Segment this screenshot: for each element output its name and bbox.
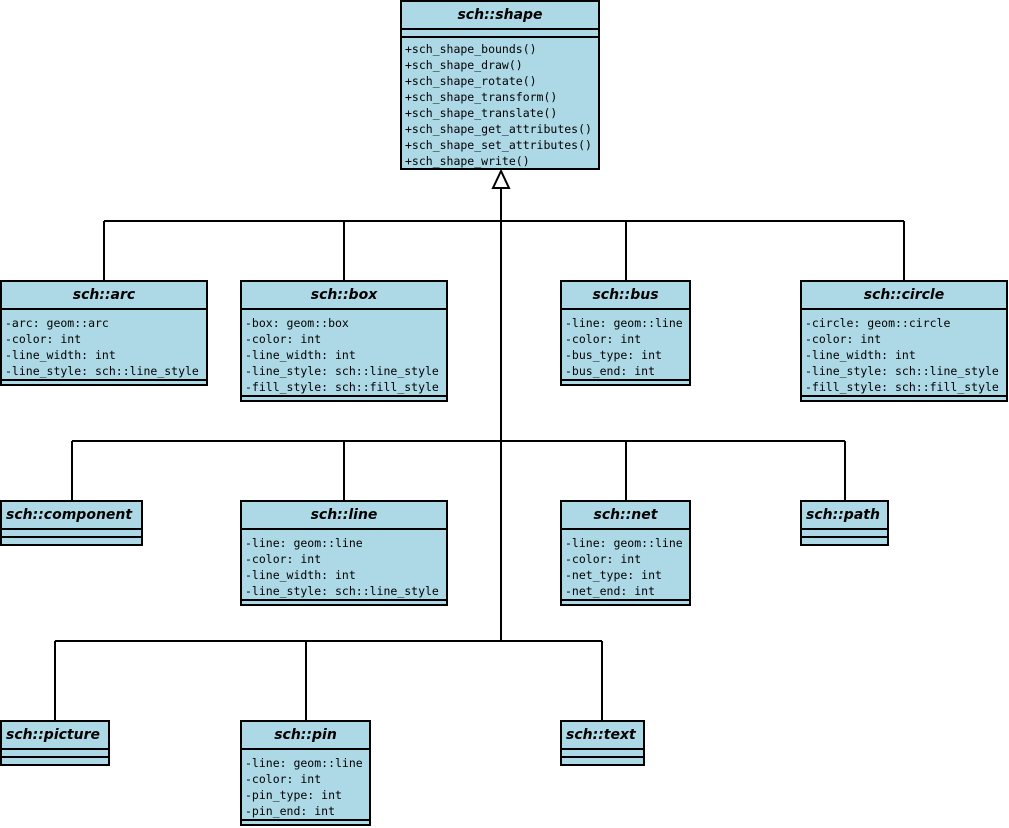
class-circle[interactable]: sch::circle -circle: geom::circle -color… xyxy=(800,280,1008,402)
attribute: -pin_end: int xyxy=(245,804,336,818)
attribute: -arc: geom::arc xyxy=(5,316,109,330)
attribute: -box: geom::box xyxy=(245,316,349,330)
attribute: -color: int xyxy=(5,332,82,346)
class-name: sch::bus xyxy=(562,282,689,310)
class-name: sch::net xyxy=(562,502,689,530)
attributes-compartment: -line: geom::line -color: int -net_type:… xyxy=(562,530,689,601)
attribute: -color: int xyxy=(805,332,882,346)
methods-compartment xyxy=(2,381,206,388)
method: +sch_shape_write() xyxy=(405,154,530,168)
attribute: -line_style: sch::line_style xyxy=(245,364,439,378)
methods-compartment xyxy=(802,538,887,545)
attribute: -fill_style: sch::fill_style xyxy=(805,380,999,394)
method: +sch_shape_bounds() xyxy=(405,42,537,56)
attribute: -color: int xyxy=(565,552,642,566)
method: +sch_shape_get_attributes() xyxy=(405,122,592,136)
attribute: -line: geom::line xyxy=(245,756,363,770)
class-name: sch::path xyxy=(802,502,887,530)
class-name: sch::line xyxy=(242,502,446,530)
attributes-compartment: -line: geom::line -color: int -pin_type:… xyxy=(242,750,369,821)
method: +sch_shape_rotate() xyxy=(405,74,537,88)
attribute: -line_width: int xyxy=(805,348,916,362)
class-name: sch::arc xyxy=(2,282,206,310)
class-name: sch::picture xyxy=(2,722,108,750)
class-name: sch::text xyxy=(562,722,643,750)
generalization-arrowhead xyxy=(491,168,511,189)
class-name: sch::shape xyxy=(402,2,598,30)
class-path[interactable]: sch::path xyxy=(800,500,889,546)
methods-compartment xyxy=(562,601,689,608)
attribute: -color: int xyxy=(245,552,322,566)
attribute: -bus_end: int xyxy=(565,364,656,378)
attributes-compartment xyxy=(2,750,108,758)
methods-compartment xyxy=(562,758,643,765)
class-text[interactable]: sch::text xyxy=(560,720,645,766)
class-name: sch::box xyxy=(242,282,446,310)
attribute: -fill_style: sch::fill_style xyxy=(245,380,439,394)
class-arc[interactable]: sch::arc -arc: geom::arc -color: int -li… xyxy=(0,280,208,386)
class-line[interactable]: sch::line -line: geom::line -color: int … xyxy=(240,500,448,606)
method: +sch_shape_translate() xyxy=(405,106,558,120)
class-component[interactable]: sch::component xyxy=(0,500,143,546)
class-box[interactable]: sch::box -box: geom::box -color: int -li… xyxy=(240,280,448,402)
class-shape[interactable]: sch::shape +sch_shape_bounds() +sch_shap… xyxy=(400,0,600,170)
attribute: -line_style: sch::line_style xyxy=(805,364,999,378)
class-net[interactable]: sch::net -line: geom::line -color: int -… xyxy=(560,500,691,606)
attribute: -circle: geom::circle xyxy=(805,316,951,330)
attribute: -line: geom::line xyxy=(245,536,363,550)
methods-compartment xyxy=(802,397,1006,404)
class-picture[interactable]: sch::picture xyxy=(0,720,110,766)
method: +sch_shape_transform() xyxy=(405,90,558,104)
attribute: -color: int xyxy=(245,332,322,346)
attribute: -color: int xyxy=(565,332,642,346)
attributes-compartment xyxy=(562,750,643,758)
attributes-compartment: -arc: geom::arc -color: int -line_width:… xyxy=(2,310,206,381)
methods-compartment xyxy=(242,601,446,608)
attribute: -line_width: int xyxy=(245,348,356,362)
class-name: sch::pin xyxy=(242,722,369,750)
attribute: -line_style: sch::line_style xyxy=(245,584,439,598)
methods-compartment xyxy=(242,397,446,404)
class-name: sch::component xyxy=(2,502,141,530)
attribute: -line: geom::line xyxy=(565,536,683,550)
attribute: -line_width: int xyxy=(245,568,356,582)
attributes-compartment xyxy=(2,530,141,538)
method: +sch_shape_set_attributes() xyxy=(405,138,592,152)
attributes-compartment: -line: geom::line -color: int -bus_type:… xyxy=(562,310,689,381)
methods-compartment xyxy=(562,381,689,388)
attribute: -color: int xyxy=(245,772,322,786)
class-bus[interactable]: sch::bus -line: geom::line -color: int -… xyxy=(560,280,691,386)
attribute: -line: geom::line xyxy=(565,316,683,330)
attribute: -line_width: int xyxy=(5,348,116,362)
attribute: -net_type: int xyxy=(565,568,662,582)
methods-compartment: +sch_shape_bounds() +sch_shape_draw() +s… xyxy=(402,38,598,169)
methods-compartment xyxy=(2,758,108,765)
attributes-compartment: -box: geom::box -color: int -line_width:… xyxy=(242,310,446,397)
class-pin[interactable]: sch::pin -line: geom::line -color: int -… xyxy=(240,720,371,826)
attributes-compartment: -line: geom::line -color: int -line_widt… xyxy=(242,530,446,601)
attribute: -net_end: int xyxy=(565,584,656,598)
attribute: -bus_type: int xyxy=(565,348,662,362)
methods-compartment xyxy=(2,538,141,545)
attribute: -line_style: sch::line_style xyxy=(5,364,199,378)
attribute: -pin_type: int xyxy=(245,788,342,802)
attributes-compartment xyxy=(802,530,887,538)
attributes-compartment xyxy=(402,30,598,38)
attributes-compartment: -circle: geom::circle -color: int -line_… xyxy=(802,310,1006,397)
class-name: sch::circle xyxy=(802,282,1006,310)
method: +sch_shape_draw() xyxy=(405,58,523,72)
